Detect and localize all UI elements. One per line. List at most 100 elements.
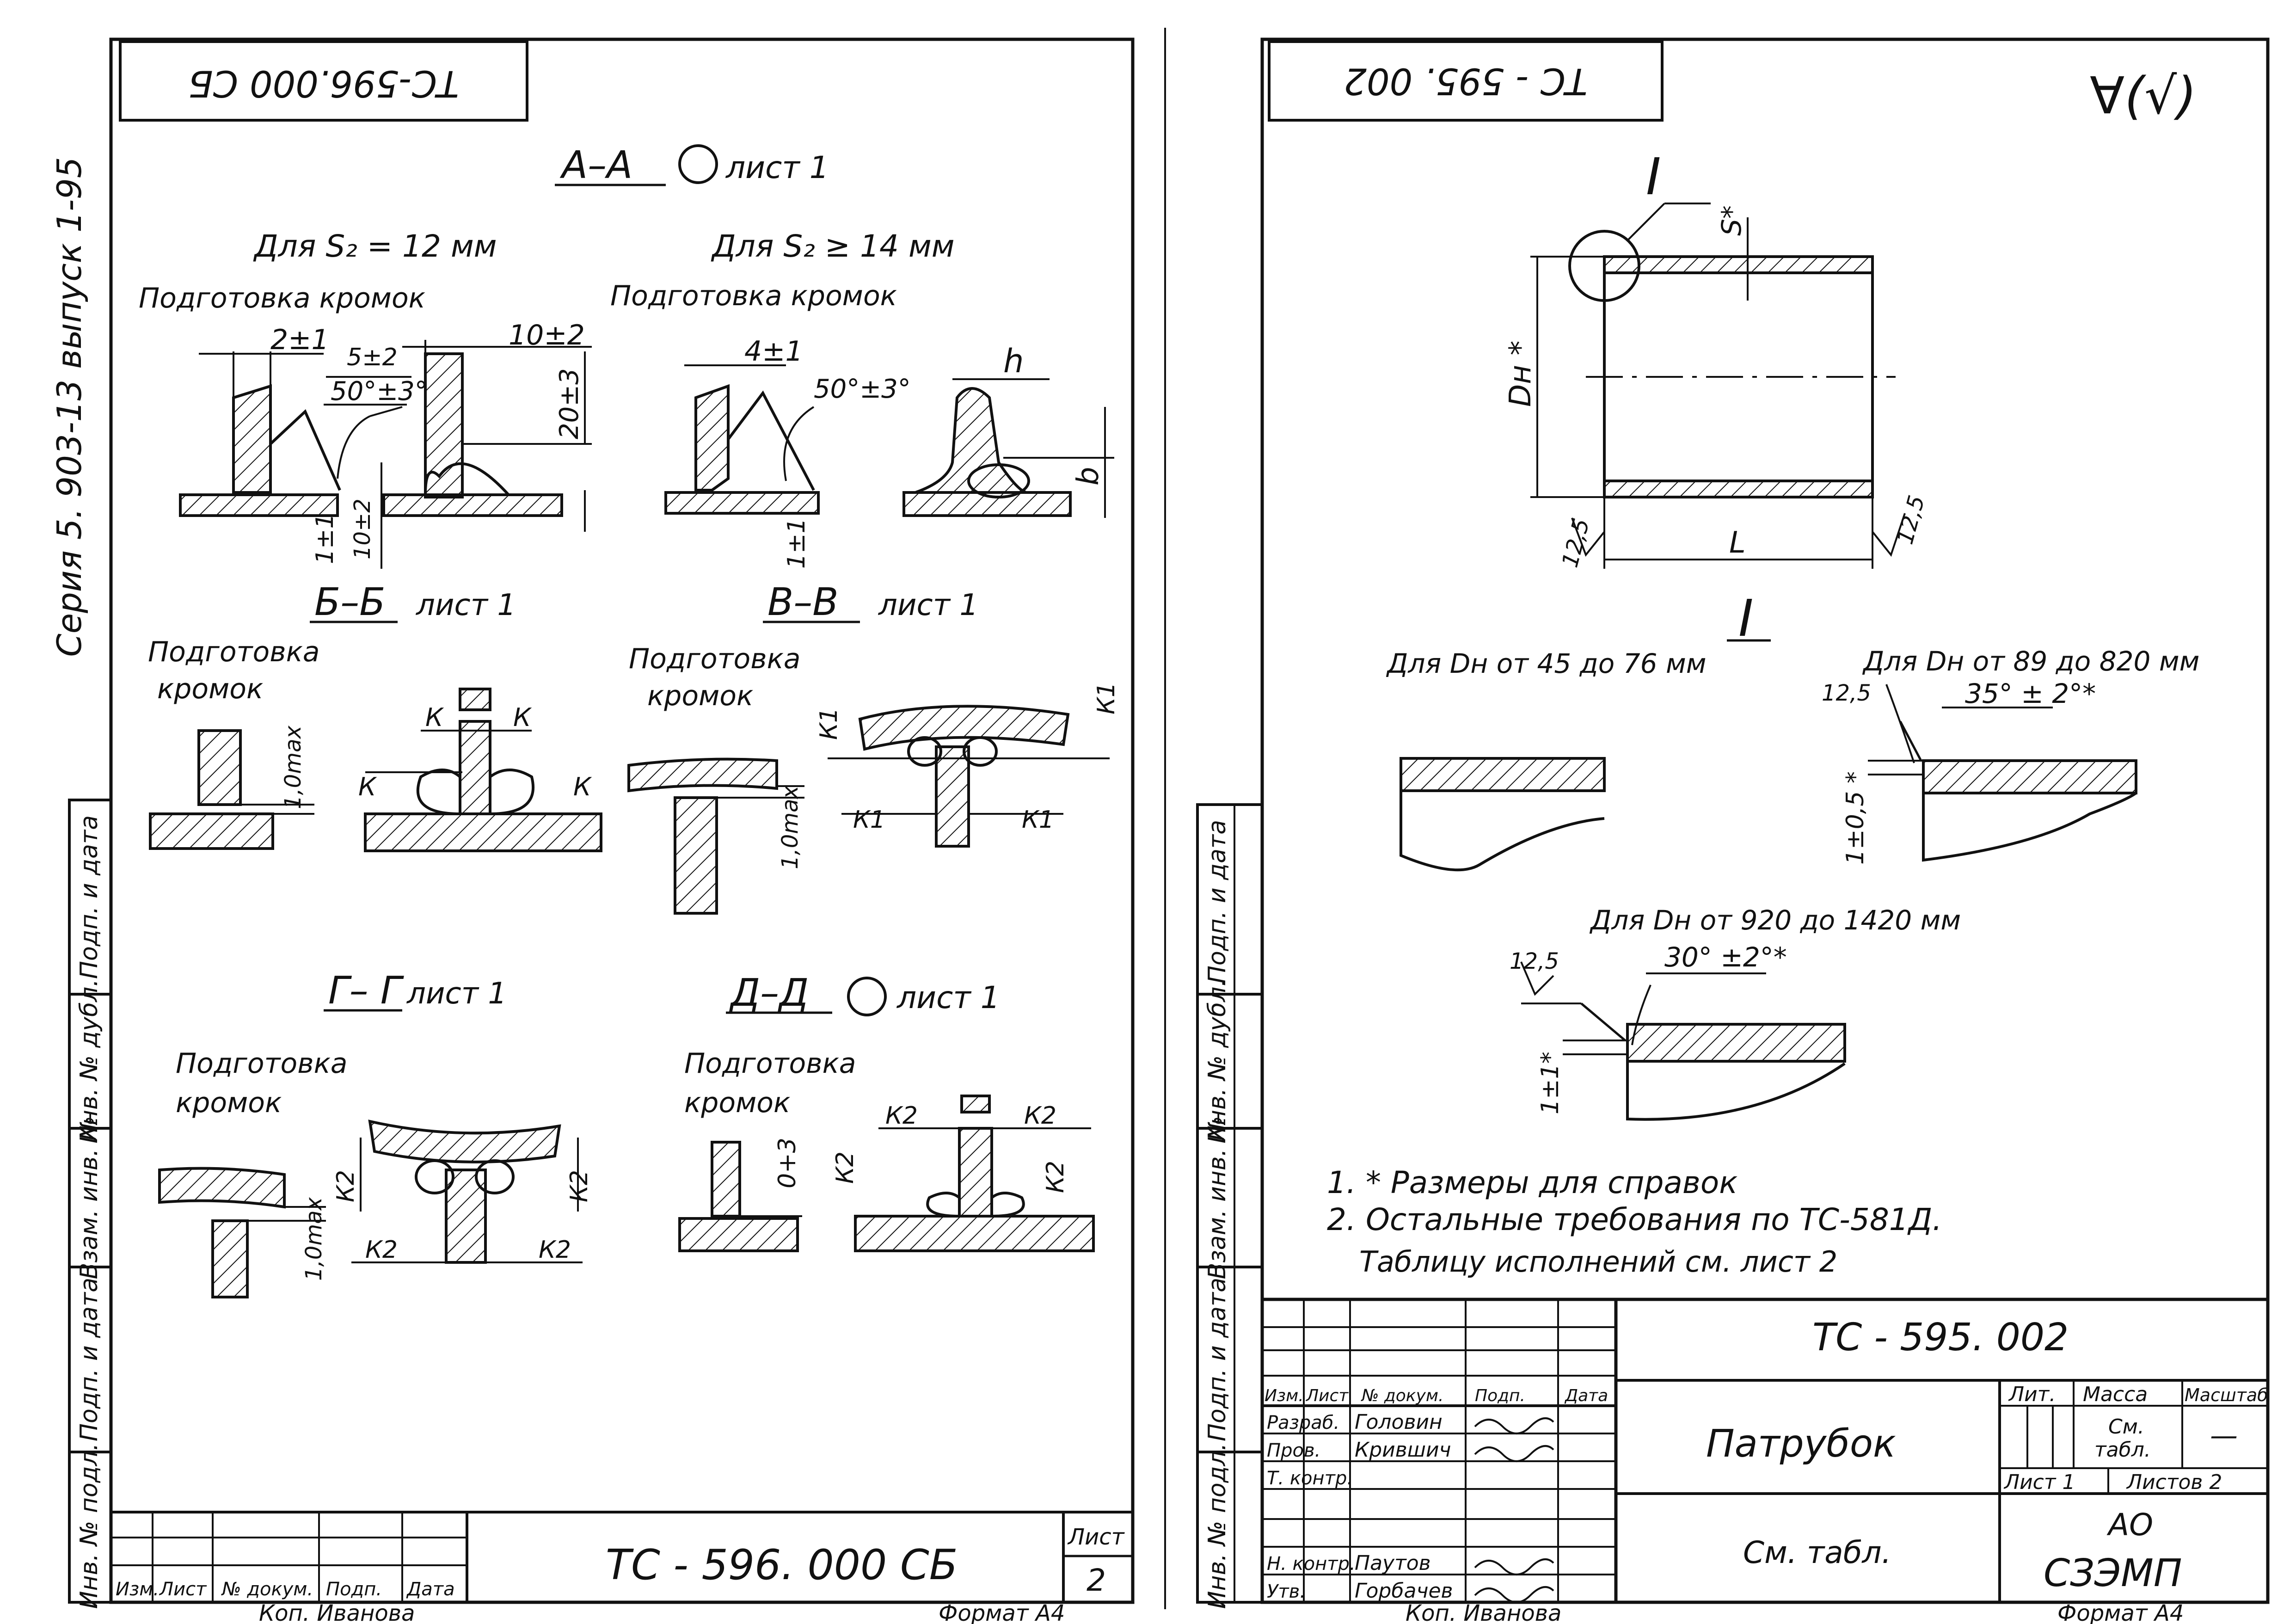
dim-r2: 12,5 (1892, 492, 1930, 547)
note-2: 2. Остальные требования по ТС-581Д. (1327, 1202, 1942, 1237)
right-col-sign: Подп. (1475, 1386, 1525, 1405)
edge-prep-bb-2: кромок (157, 673, 263, 705)
left-col-list: Лист (159, 1579, 207, 1600)
dim-k-1: К (425, 703, 444, 732)
dim-k-4: К (573, 772, 592, 801)
name-4: Паутов (1355, 1551, 1431, 1575)
left-sheet: ТС-596.000 СБ Серия 5. 903-13 выпуск 1-9… (50, 37, 1135, 1624)
dim-d7: 10±2 (350, 498, 375, 560)
dim-r4: 12,5 (1510, 948, 1559, 974)
role-4: Н. контр. (1267, 1553, 1356, 1575)
left-side-strip: Подп. и дата Инв. № дубл. Взам. инв. № П… (68, 799, 112, 1609)
dim-r3: 12,5 (1822, 680, 1871, 706)
dim-k1-3: К1 (853, 806, 885, 834)
right-format: Формат А4 (2057, 1600, 2184, 1624)
section-vv-title: В–В (767, 580, 839, 624)
left-top-stamp: ТС-596.000 СБ (188, 62, 459, 104)
weld-plate-vertical-4 (915, 387, 1027, 494)
section-gg-title: Г– Г (328, 969, 405, 1013)
material: См. табл. (1743, 1535, 1891, 1570)
role-5: Утв. (1267, 1581, 1306, 1602)
dn-89-820: Для Dн от 89 до 820 мм (1862, 646, 2199, 677)
dim-k2-4: К2 (539, 1236, 571, 1264)
left-side-label-3: Подп. и дата (75, 1278, 103, 1441)
left-top-stamp-box (119, 40, 528, 122)
section-aa-sheet: лист 1 (725, 150, 829, 185)
dim-L: L (1729, 526, 1746, 560)
section-bb-title: Б–Б (314, 580, 386, 624)
edge-prep-vv-2: кромок (647, 680, 753, 712)
dim-d1: 2±1 (270, 324, 329, 356)
dim-d6: 1±1 (311, 513, 339, 564)
weld-plate-vertical-1 (232, 384, 272, 494)
mass-value-2: табл. (2094, 1438, 2151, 1462)
right-side-strip: Подп. и дата Инв. № дубл. Взам. инв. № П… (1196, 803, 1264, 1609)
right-top-stamp: ТС - 595. 002 (1344, 60, 1587, 102)
left-title-block: Изм. Лист № докум. Подп. Дата ТС - 596. … (111, 1511, 1133, 1624)
dim-d13: 0+3 (774, 1138, 801, 1188)
section-gg-dd: Г– Г лист 1 Д–Д лист 1 Подготовка кромок… (158, 969, 1095, 1298)
dim-tol-1: 1,0max (280, 725, 306, 809)
weld-plate-vertical-3 (694, 384, 730, 492)
dim-dn: Dн * (1504, 341, 1538, 407)
org-1: АО (2106, 1507, 2153, 1543)
dn-45-76: Для Dн от 45 до 76 мм (1386, 648, 1706, 679)
dim-d2: 5±2 (347, 344, 398, 371)
detail-I-circle (1568, 230, 1640, 302)
section-dd-circle-icon (847, 977, 887, 1016)
right-side-label-1: Инв. № дубл. (1203, 979, 1231, 1144)
dn-920-1420: Для Dн от 920 до 1420 мм (1589, 904, 1961, 936)
edge-prep-gg-1: Подготовка (176, 1047, 348, 1080)
right-title-block: Изм. Лист № докум. Подп. Дата Разраб. Го… (1262, 1298, 2268, 1624)
weld-plate-vertical-2 (424, 352, 464, 498)
detail-I-label: I (1646, 147, 1661, 206)
signature-scribble (1474, 1417, 1554, 1603)
detail-I-heading: I (1738, 589, 1753, 648)
dim-k-2: К (513, 703, 532, 732)
note-1: 1. * Размеры для справок (1327, 1165, 1737, 1200)
dim-angle-1: 35° ± 2°* (1965, 678, 2096, 709)
left-col-doc: № докум. (221, 1579, 313, 1600)
left-col-date: Дата (406, 1579, 455, 1600)
pipe-wall-top (1603, 255, 1874, 274)
dim-r1: 12,5 (1557, 516, 1595, 570)
dim-k-3: К (358, 772, 377, 801)
section-gg-sheet: лист 1 (406, 977, 507, 1011)
left-col-izm: Изм. (116, 1579, 159, 1600)
left-side-label-2: Взам. инв. № (75, 1116, 103, 1279)
dim-tol-right-1: 1±0,5 * (1842, 771, 1869, 865)
left-format: Формат А4 (939, 1600, 1065, 1624)
dim-s: S* (1716, 205, 1747, 236)
dim-d12: 1±1 (783, 518, 810, 569)
left-side-label-0: Подп. и дата (75, 815, 103, 979)
right-side-label-4: Инв. № подл. (1203, 1443, 1231, 1609)
scale-value: — (2210, 1420, 2238, 1452)
dim-h: h (1003, 342, 1024, 380)
dim-k2-6: К2 (1024, 1102, 1056, 1130)
dim-tol-2: 1,0max (777, 785, 803, 869)
dim-d5: 20±3 (554, 368, 584, 439)
pipe-edge-details: Для Dн от 45 до 76 мм Для Dн от 89 до 82… (1386, 646, 2199, 1121)
right-col-izm: Изм. (1265, 1386, 1304, 1405)
right-doc-number: ТС - 595. 002 (1812, 1316, 2069, 1359)
right-sheet: ТС - 595. 002 ∀(√) Подп. и дата Инв. № д… (1196, 37, 2270, 1624)
notes: 1. * Размеры для справок 2. Остальные тр… (1327, 1165, 1942, 1279)
section-aa: А–А лист 1 Для S₂ = 12 мм Для S₂ ≥ 14 мм… (139, 143, 1114, 569)
edge-prep-bb-1: Подготовка (148, 636, 320, 668)
dim-d9: 50°±3° (814, 374, 911, 404)
dim-k1-1: К1 (815, 707, 843, 740)
left-col-sign: Подп. (326, 1579, 382, 1600)
for-s2-12: Для S₂ = 12 мм (253, 228, 497, 264)
dim-tol-right-2: 1±1* (1536, 1052, 1564, 1114)
right-col-date: Дата (1564, 1386, 1608, 1405)
weld-plate-horizontal-1 (179, 493, 339, 517)
left-doc-number: ТС - 596. 000 СБ (606, 1541, 958, 1589)
dim-angle-2: 30° ±2°* (1664, 941, 1787, 973)
dim-k2-3: К2 (365, 1236, 398, 1264)
sheet-1: Лист 1 (2003, 1470, 2075, 1494)
dim-b: b (1071, 467, 1105, 486)
left-sheet-number: 2 (1087, 1562, 1106, 1598)
mass-value-1: См. (2108, 1415, 2144, 1439)
dim-k2-1: К2 (332, 1170, 360, 1202)
